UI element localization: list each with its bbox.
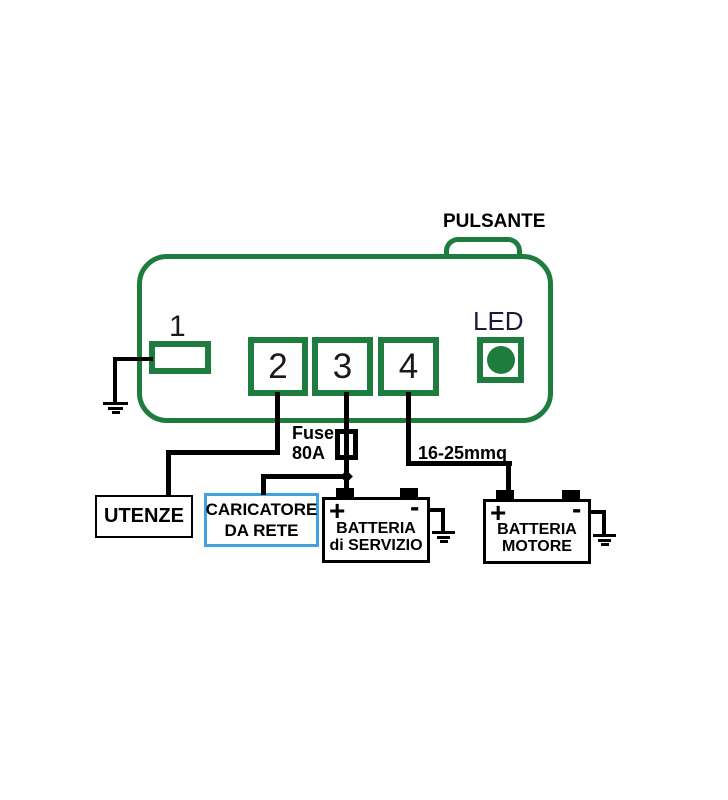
wire-service-ground-horizontal [428,508,445,512]
terminal-4-box: 4 [378,337,439,396]
pulsante-label: PULSANTE [443,211,546,232]
wire-terminal3-vertical [344,392,349,492]
battery-motor-box [483,499,591,564]
terminal-4-number: 4 [398,346,419,386]
caricatore-label-line2: DA RETE [224,521,299,540]
terminal-2-number: 2 [268,346,288,386]
wire-motor-ground-horizontal [589,510,606,514]
wire-gauge-label: 16-25mmq [418,443,508,463]
terminal-1-box [149,341,211,374]
wire-terminal1-vertical [113,357,117,403]
wire-motor-ground-vertical [602,510,606,536]
wire-service-ground-vertical [441,508,445,533]
wire-caricatore-vertical [261,474,266,495]
wire-terminal4-vertical [406,392,411,466]
terminal-2-box: 2 [248,337,308,396]
wire-terminal2-vertical [275,392,280,455]
wire-utenze-drop [166,450,171,496]
junction-dot [340,470,353,483]
wire-caricatore-horizontal [261,474,347,479]
battery-terminal-nub [562,490,580,500]
battery-terminal-nub [336,488,354,498]
caricatore-label-line1: CARICATORE [205,500,318,519]
utenze-label: UTENZE [104,505,184,527]
terminal-3-box: 3 [312,337,373,396]
wire-motor-battery-drop [506,461,511,493]
wire-terminal2-horizontal [166,450,280,455]
caricatore-box: CARICATORE DA RETE [204,493,319,547]
battery-service-minus: - [410,491,420,522]
terminal-1-label: 1 [169,310,186,343]
battery-terminal-nub [496,490,514,500]
battery-terminal-nub [400,488,418,498]
wire-terminal1-horizontal [113,357,153,361]
wire-terminal4-horizontal [406,461,512,466]
battery-service-label-line1: BATTERIA [336,520,416,537]
terminal-3-number: 3 [332,346,353,386]
led-housing [477,337,524,383]
battery-motor-label-line2: MOTORE [502,538,572,555]
fuse-symbol [335,429,358,460]
fuse-label-line1: Fuse [292,423,335,443]
led-indicator-icon [486,346,515,374]
battery-motor-minus: - [572,493,582,524]
led-label: LED [473,306,524,336]
fuse-label-line2: 80A [292,443,326,463]
battery-motor-plus: + [490,497,507,528]
battery-motor-label-line1: BATTERIA [497,521,577,538]
utenze-box: UTENZE [95,495,193,538]
battery-service-box [322,497,430,563]
battery-service-label-line2: di SERVIZIO [329,537,423,554]
fuse-label: Fuse 80A [292,423,334,463]
battery-service-plus: + [329,495,346,526]
